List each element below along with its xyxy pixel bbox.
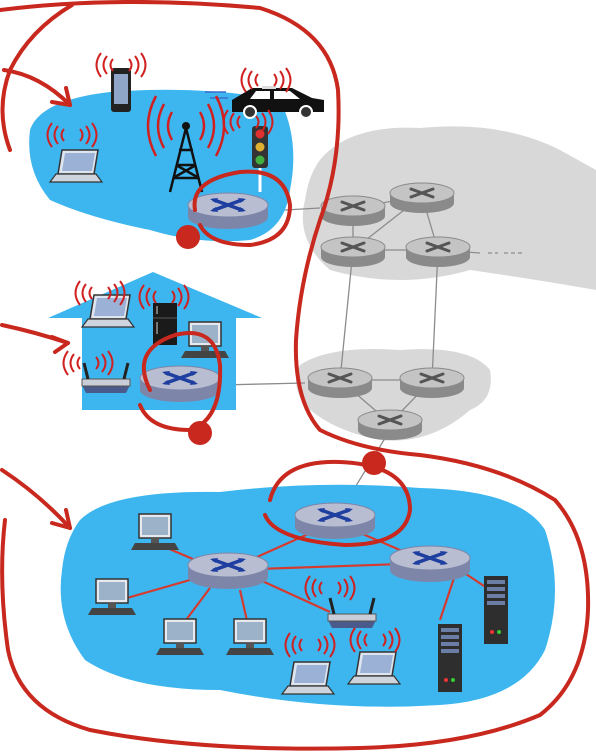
router-icon (186, 551, 270, 591)
server-icon (438, 624, 462, 692)
router-icon (138, 364, 222, 404)
core-router-icon (388, 181, 456, 215)
core-router-icon (319, 235, 387, 269)
cell-tower-icon (146, 95, 226, 193)
core-network (219, 126, 596, 513)
enterprise-network (60, 484, 556, 707)
router-icon (388, 544, 472, 584)
router-icon (293, 501, 377, 541)
core-router-icon (356, 408, 424, 442)
core-router-icon (319, 194, 387, 228)
mobile-network (29, 52, 324, 242)
server-icon (484, 576, 508, 644)
refrigerator-icon (153, 303, 177, 345)
home-network (48, 272, 262, 410)
core-router-icon (306, 366, 374, 400)
core-router-icon (398, 366, 466, 400)
traffic-light-icon (252, 126, 268, 192)
annotation-dots (176, 225, 386, 475)
car-icon (205, 86, 324, 119)
core-router-icon (404, 235, 472, 269)
smartphone-icon (111, 68, 131, 112)
